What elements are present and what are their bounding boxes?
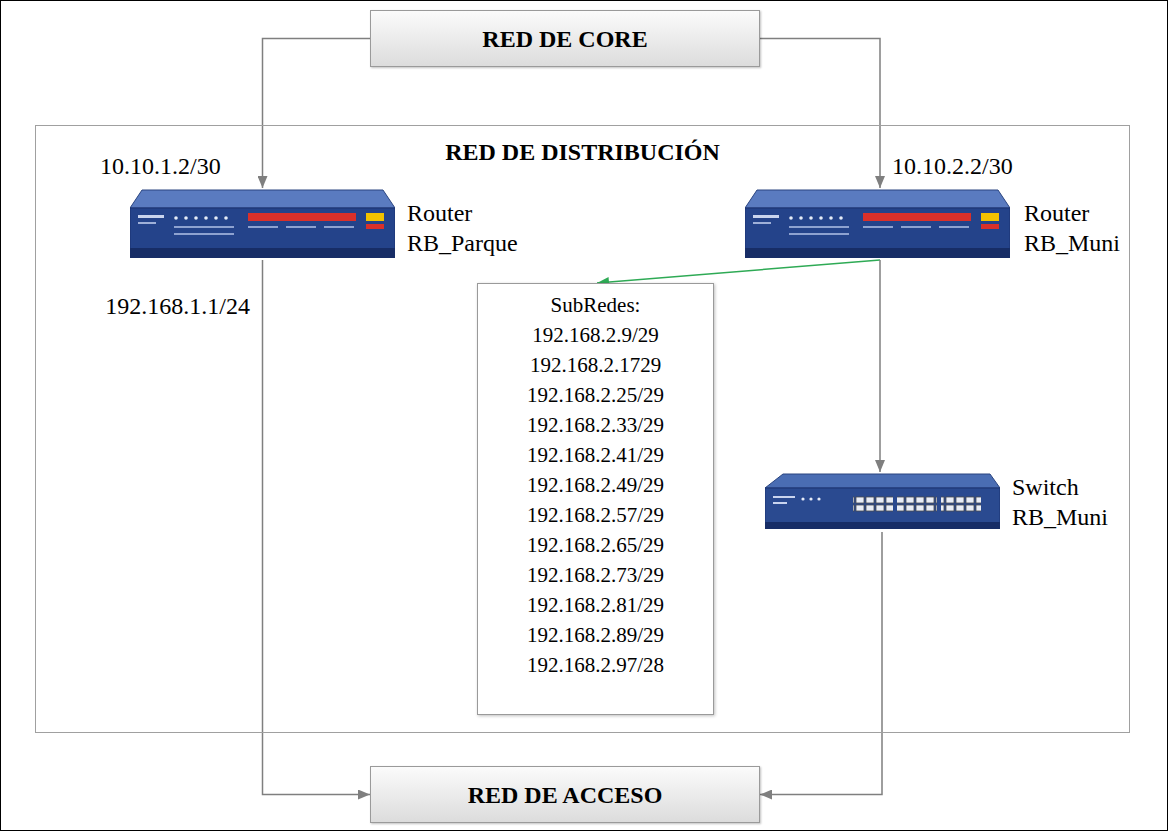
subnet-box: SubRedes:192.168.2.9/29 192.168.2.1729 1… <box>477 283 714 715</box>
distribution-band: RED DE DISTRIBUCIÓNRouter RB_ParqueRoute… <box>35 125 1130 733</box>
device-label: Router RB_Muni <box>1024 198 1120 258</box>
router-device: Router RB_Parque <box>130 188 520 260</box>
switch-device: Switch RB_Muni <box>765 472 1110 532</box>
switch-device-icon <box>765 472 1000 530</box>
ip-address-label: 10.10.1.2/30 <box>100 152 221 180</box>
link-arrow <box>760 532 882 795</box>
router-device-icon <box>130 188 395 260</box>
core-network-box: RED DE CORE <box>370 10 760 67</box>
router-device: Router RB_Muni <box>745 188 1122 260</box>
router-device-icon <box>745 188 1010 260</box>
link-arrow <box>760 39 880 189</box>
subnet-text: 192.168.2.9/29 192.168.2.1729 192.168.2.… <box>511 320 681 680</box>
access-network-box: RED DE ACCESO <box>370 766 760 823</box>
link-arrow <box>879 260 881 472</box>
subnet-text: SubRedes: <box>478 290 713 320</box>
subnet-arrow <box>597 260 880 283</box>
device-label: Router RB_Parque <box>407 198 518 258</box>
device-label: Switch RB_Muni <box>1012 472 1108 532</box>
link-arrow <box>263 39 371 189</box>
ip-address-label: 10.10.2.2/30 <box>892 152 1013 180</box>
layer-title: RED DE CORE <box>482 25 647 53</box>
link-arrow <box>263 260 371 795</box>
layer-title: RED DE ACCESO <box>468 781 663 809</box>
ip-address-label: 192.168.1.1/24 <box>105 292 250 320</box>
